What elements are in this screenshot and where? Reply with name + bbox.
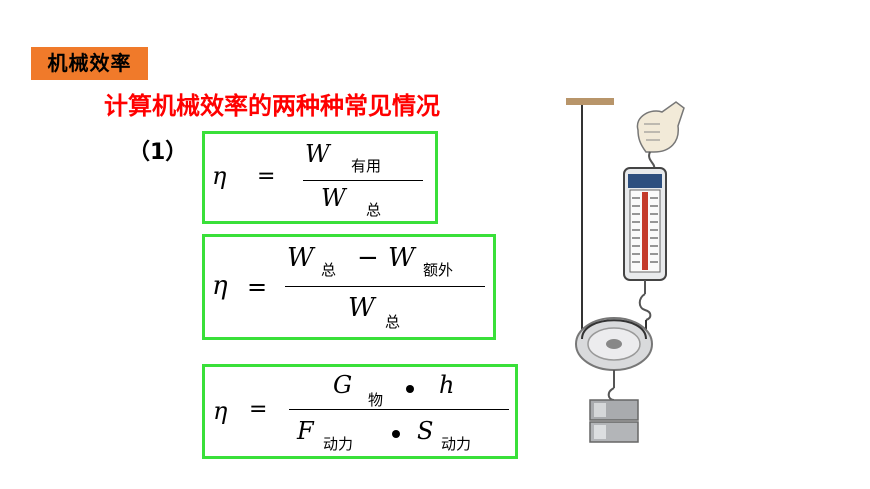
formula-box-1: η = W 有用 W 总 xyxy=(202,131,438,224)
scale-indicator xyxy=(642,192,648,270)
denominator-var-1: F xyxy=(297,417,314,445)
scale-hook-top xyxy=(648,151,656,169)
weight-highlight-1 xyxy=(594,403,606,417)
fraction-bar xyxy=(303,180,423,181)
weight-hook xyxy=(607,387,615,401)
denominator-sub: 总 xyxy=(385,313,401,331)
fraction-bar xyxy=(289,409,509,410)
numerator-var-1: W xyxy=(287,243,314,273)
ceiling-bar xyxy=(566,98,614,105)
scale-ticks xyxy=(632,197,658,263)
minus-sign: − xyxy=(357,243,379,273)
scale-hook-bottom xyxy=(638,293,652,321)
fraction-bar xyxy=(285,286,485,287)
pulley-apparatus-illustration xyxy=(566,98,685,443)
numerator-sub-1: 物 xyxy=(368,391,384,409)
finger-lines xyxy=(644,123,660,141)
formula-box-2: η = W 总 − W 额外 W 总 xyxy=(202,234,496,340)
numerator-sub-2: 额外 xyxy=(423,261,454,279)
equals-sign: = xyxy=(249,397,268,422)
eta-symbol: η xyxy=(213,397,228,425)
denominator-var: W xyxy=(321,184,346,212)
multiply-dot xyxy=(406,385,414,393)
section-tag: 机械效率 xyxy=(31,47,148,80)
weight-highlight-2 xyxy=(594,425,606,439)
equals-sign: = xyxy=(247,273,268,301)
numerator-var-2: W xyxy=(388,243,415,273)
denominator-var: W xyxy=(348,293,375,323)
scale-top-cap xyxy=(628,174,662,188)
denominator-sub-2: 动力 xyxy=(441,435,472,453)
formula-box-3: η = G 物 h F 动力 S 动力 xyxy=(202,364,518,459)
pulley-axle xyxy=(606,339,622,349)
numerator-sub-1: 总 xyxy=(321,261,337,279)
numerator-var: W xyxy=(305,140,330,168)
equals-sign: = xyxy=(257,164,276,189)
eta-symbol: η xyxy=(212,271,228,301)
hand-icon xyxy=(636,101,685,153)
string-over-pulley xyxy=(581,319,647,340)
denominator-var-2: S xyxy=(417,417,434,445)
denominator-sub-1: 动力 xyxy=(323,435,354,453)
multiply-dot xyxy=(392,430,400,438)
subtitle: 计算机械效率的两种种常见情况 xyxy=(104,92,440,120)
item-number: （1） xyxy=(128,140,188,165)
eta-symbol: η xyxy=(212,162,227,190)
numerator-var-1: G xyxy=(333,371,353,399)
numerator-sub: 有用 xyxy=(351,157,382,175)
denominator-sub: 总 xyxy=(366,201,382,219)
numerator-var-2: h xyxy=(439,371,455,399)
